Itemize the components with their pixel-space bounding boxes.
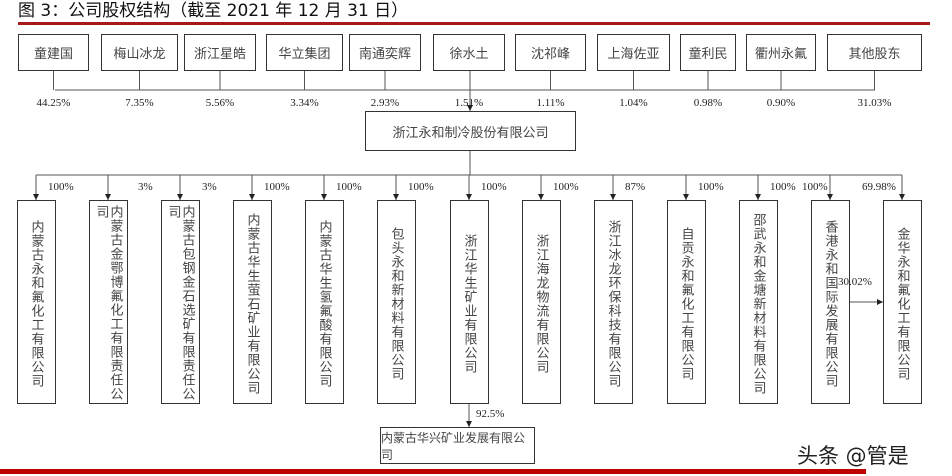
shareholder-pct: 3.34% [290,97,319,109]
watermark: 头条 @管是 [797,444,909,468]
subsidiary-pct: 100% [408,181,434,193]
subsidiary-box: 内蒙古华生氢氟酸有限公司 [305,200,344,404]
subsidiary-pct: 69.98% [862,181,896,193]
shareholder-box: 南通奕辉 [349,34,421,71]
subsidiary-pct: 100% [553,181,579,193]
shareholder-box: 其他股东 [827,34,922,71]
subsidiary-pct: 3% [138,181,153,193]
subsidiary-box: 包头永和新材料有限公司 [377,200,416,404]
shareholder-box: 徐水土 [433,34,505,71]
subsidiary-box: 金华永和氟化工有限公司 [883,200,922,404]
subsidiary-box: 内蒙古永和氟化工有限公司 [17,200,56,404]
shareholder-pct: 1.04% [619,97,648,109]
shareholder-pct: 7.35% [125,97,154,109]
title-divider [18,22,930,25]
shareholder-pct: 1.51% [454,97,484,109]
subsidiary-box: 邵武永和金塘新材料有限公司 [739,200,778,404]
subsidiary-pct: 3% [202,181,217,193]
subsidiary-box: 浙江海龙物流有限公司 [522,200,561,404]
shareholder-box: 上海佐亚 [597,34,670,71]
subsidiary-box: 内蒙古华生萤石矿业有限公司 [233,200,272,404]
subsidiary-pct: 100% [336,181,362,193]
subsidiary-box: 内蒙古金鄂博氟化工有限责任公司 [89,200,128,404]
subsidiary-box: 内蒙古包钢金石选矿有限责任公司 [161,200,200,404]
shareholder-box: 华立集团 [266,34,343,71]
figure-title: 图 3：公司股权结构（截至 2021 年 12 月 31 日） [18,1,409,21]
subsidiary-box: 浙江华生矿业有限公司 [450,200,489,404]
grandchild-company-box: 内蒙古华兴矿业发展有限公司 [380,427,535,464]
subsidiary-pct: 100% [770,181,796,193]
shareholder-box: 童利民 [680,34,736,71]
shareholder-pct: 0.98% [693,97,723,109]
shareholder-pct: 0.90% [766,97,796,109]
subsidiary-box: 自贡永和氟化工有限公司 [667,200,706,404]
bottom-divider [0,469,866,474]
grandchild-pct: 92.5% [476,408,505,420]
shareholder-pct: 1.11% [536,97,565,109]
parent-company-box: 浙江永和制冷股份有限公司 [365,111,576,151]
subsidiary-pct: 100% [802,181,828,193]
subsidiary-box: 香港永和国际发展有限公司 [811,200,850,404]
subsidiary-pct: 100% [264,181,290,193]
subsidiary-pct: 100% [698,181,724,193]
subsidiary-pct: 87% [625,181,646,193]
shareholder-pct: 2.93% [370,97,400,109]
hk-to-jinhua-pct: 30.02% [838,276,872,288]
shareholder-pct: 5.56% [205,97,235,109]
shareholder-box: 衢州永氟 [746,34,816,71]
shareholder-pct: 44.25% [36,97,71,109]
subsidiary-pct: 100% [48,181,74,193]
shareholder-box: 童建国 [18,34,89,71]
shareholder-pct: 31.03% [857,97,892,109]
shareholder-box: 沈祁峰 [515,34,586,71]
subsidiary-pct: 100% [481,181,507,193]
shareholder-box: 梅山冰龙 [101,34,178,71]
shareholder-box: 浙江星皓 [184,34,256,71]
subsidiary-box: 浙江冰龙环保科技有限公司 [594,200,633,404]
